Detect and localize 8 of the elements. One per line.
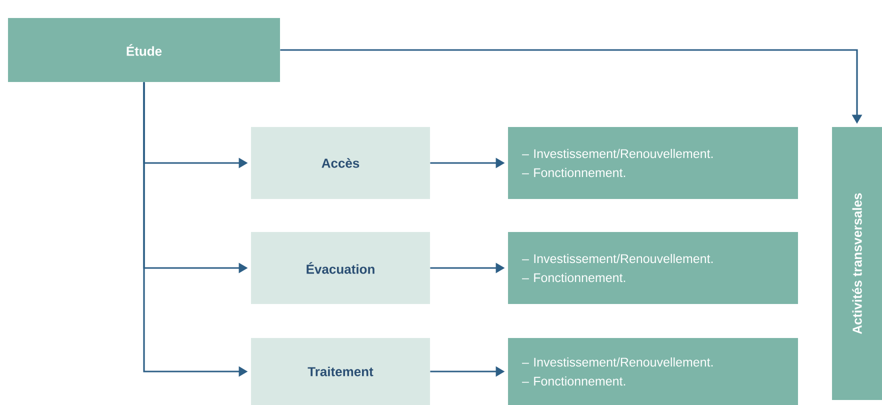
category-box: Accès xyxy=(251,127,430,199)
vertical-band: Activités transversales xyxy=(832,127,882,400)
list-box: – Investissement/Renouvellement. – Fonctionnement. xyxy=(508,127,798,199)
category-box: Traitement xyxy=(251,338,430,405)
list-box: – Investissement/Renouvellement. – Fonctionnement. xyxy=(508,338,798,405)
category-box: Évacuation xyxy=(251,232,430,304)
process-box: Étude xyxy=(8,18,280,82)
list-box: – Investissement/Renouvellement. – Fonctionnement. xyxy=(508,232,798,304)
